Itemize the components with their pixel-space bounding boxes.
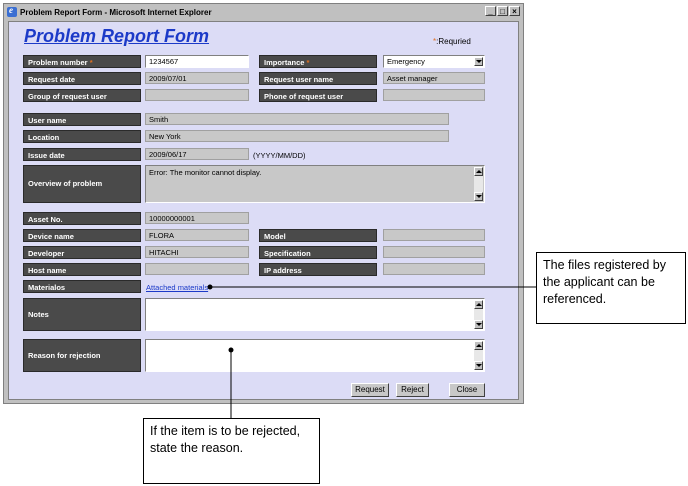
importance-select[interactable]: Emergency <box>383 55 485 68</box>
specification-value <box>383 246 485 258</box>
host-name-label: Host name <box>23 263 141 276</box>
request-date-value: 2009/07/01 <box>145 72 249 84</box>
attached-materials-link[interactable]: Attached materials <box>146 283 209 292</box>
rejection-callout: If the item is to be rejected, state the… <box>143 418 320 484</box>
reason-for-rejection-label: Reason for rejection <box>23 339 141 372</box>
required-legend-text: :Requried <box>436 37 471 46</box>
user-name-label: User name <box>23 113 141 126</box>
device-name-label: Device name <box>23 229 141 242</box>
request-user-name-value: Asset manager <box>383 72 485 84</box>
problem-number-label: Problem number * <box>23 55 141 68</box>
group-of-request-user-value <box>145 89 249 101</box>
importance-label-text: Importance <box>264 58 305 67</box>
overview-text: Error: The monitor cannot display. <box>149 168 262 177</box>
required-mark: * <box>89 58 93 67</box>
form-page: Problem Report Form *:Requried Problem n… <box>8 21 519 400</box>
specification-label: Specification <box>259 246 377 259</box>
page-title: Problem Report Form <box>24 26 210 46</box>
request-user-name-label: Request user name <box>259 72 377 85</box>
problem-number-input[interactable]: 1234567 <box>145 55 249 68</box>
rejection-leader-dot <box>228 347 234 353</box>
notes-scrollbar[interactable] <box>474 300 483 329</box>
problem-number-label-text: Problem number <box>28 58 88 67</box>
ip-address-label: IP address <box>259 263 377 276</box>
developer-value: HITACHI <box>145 246 249 258</box>
scroll-down-icon[interactable] <box>474 361 483 370</box>
minimize-button[interactable]: _ <box>485 6 496 16</box>
required-mark: * <box>433 37 437 46</box>
issue-date-value: 2009/06/17 <box>145 148 249 160</box>
overview-textarea: Error: The monitor cannot display. <box>145 165 485 203</box>
close-window-button[interactable]: × <box>509 6 520 16</box>
phone-of-request-user-value <box>383 89 485 101</box>
browser-window: Problem Report Form - Microsoft Internet… <box>3 3 524 404</box>
group-of-request-user-label: Group of request user <box>23 89 141 102</box>
asset-no-value: 10000000001 <box>145 212 249 224</box>
date-format-hint: (YYYY/MM/DD) <box>253 151 306 160</box>
asset-no-label: Asset No. <box>23 212 141 225</box>
scroll-up-icon[interactable] <box>474 167 483 176</box>
required-legend: *:Requried <box>433 37 471 46</box>
scroll-down-icon[interactable] <box>474 320 483 329</box>
reason-for-rejection-textarea[interactable] <box>145 339 485 372</box>
model-value <box>383 229 485 241</box>
scroll-up-icon[interactable] <box>474 341 483 350</box>
request-button[interactable]: Request <box>351 383 389 397</box>
reject-button[interactable]: Reject <box>396 383 429 397</box>
required-mark: * <box>306 58 310 67</box>
location-value: New York <box>145 130 449 142</box>
issue-date-label: Issue date <box>23 148 141 161</box>
title-bar: Problem Report Form - Microsoft Internet… <box>5 5 522 19</box>
importance-label: Importance * <box>259 55 377 68</box>
notes-textarea[interactable] <box>145 298 485 331</box>
maximize-button[interactable]: □ <box>497 6 508 16</box>
location-label: Location <box>23 130 141 143</box>
developer-label: Developer <box>23 246 141 259</box>
phone-of-request-user-label: Phone of request user <box>259 89 377 102</box>
scroll-up-icon[interactable] <box>474 300 483 309</box>
host-name-value <box>145 263 249 275</box>
window-title: Problem Report Form - Microsoft Internet… <box>20 7 212 17</box>
materials-leader-dot <box>207 284 213 290</box>
overview-label: Overview of problem <box>23 165 141 203</box>
chevron-down-icon[interactable] <box>474 57 483 66</box>
overview-scrollbar[interactable] <box>474 167 483 201</box>
materials-callout: The files registered by the applicant ca… <box>536 252 686 324</box>
user-name-value: Smith <box>145 113 449 125</box>
notes-label: Notes <box>23 298 141 331</box>
internet-explorer-icon <box>7 5 17 17</box>
ip-address-value <box>383 263 485 275</box>
importance-select-value: Emergency <box>387 57 425 66</box>
close-button[interactable]: Close <box>449 383 485 397</box>
reason-scrollbar[interactable] <box>474 341 483 370</box>
model-label: Model <box>259 229 377 242</box>
materials-label: Materialos <box>23 280 141 293</box>
device-name-value: FLORA <box>145 229 249 241</box>
scroll-down-icon[interactable] <box>474 192 483 201</box>
request-date-label: Request date <box>23 72 141 85</box>
